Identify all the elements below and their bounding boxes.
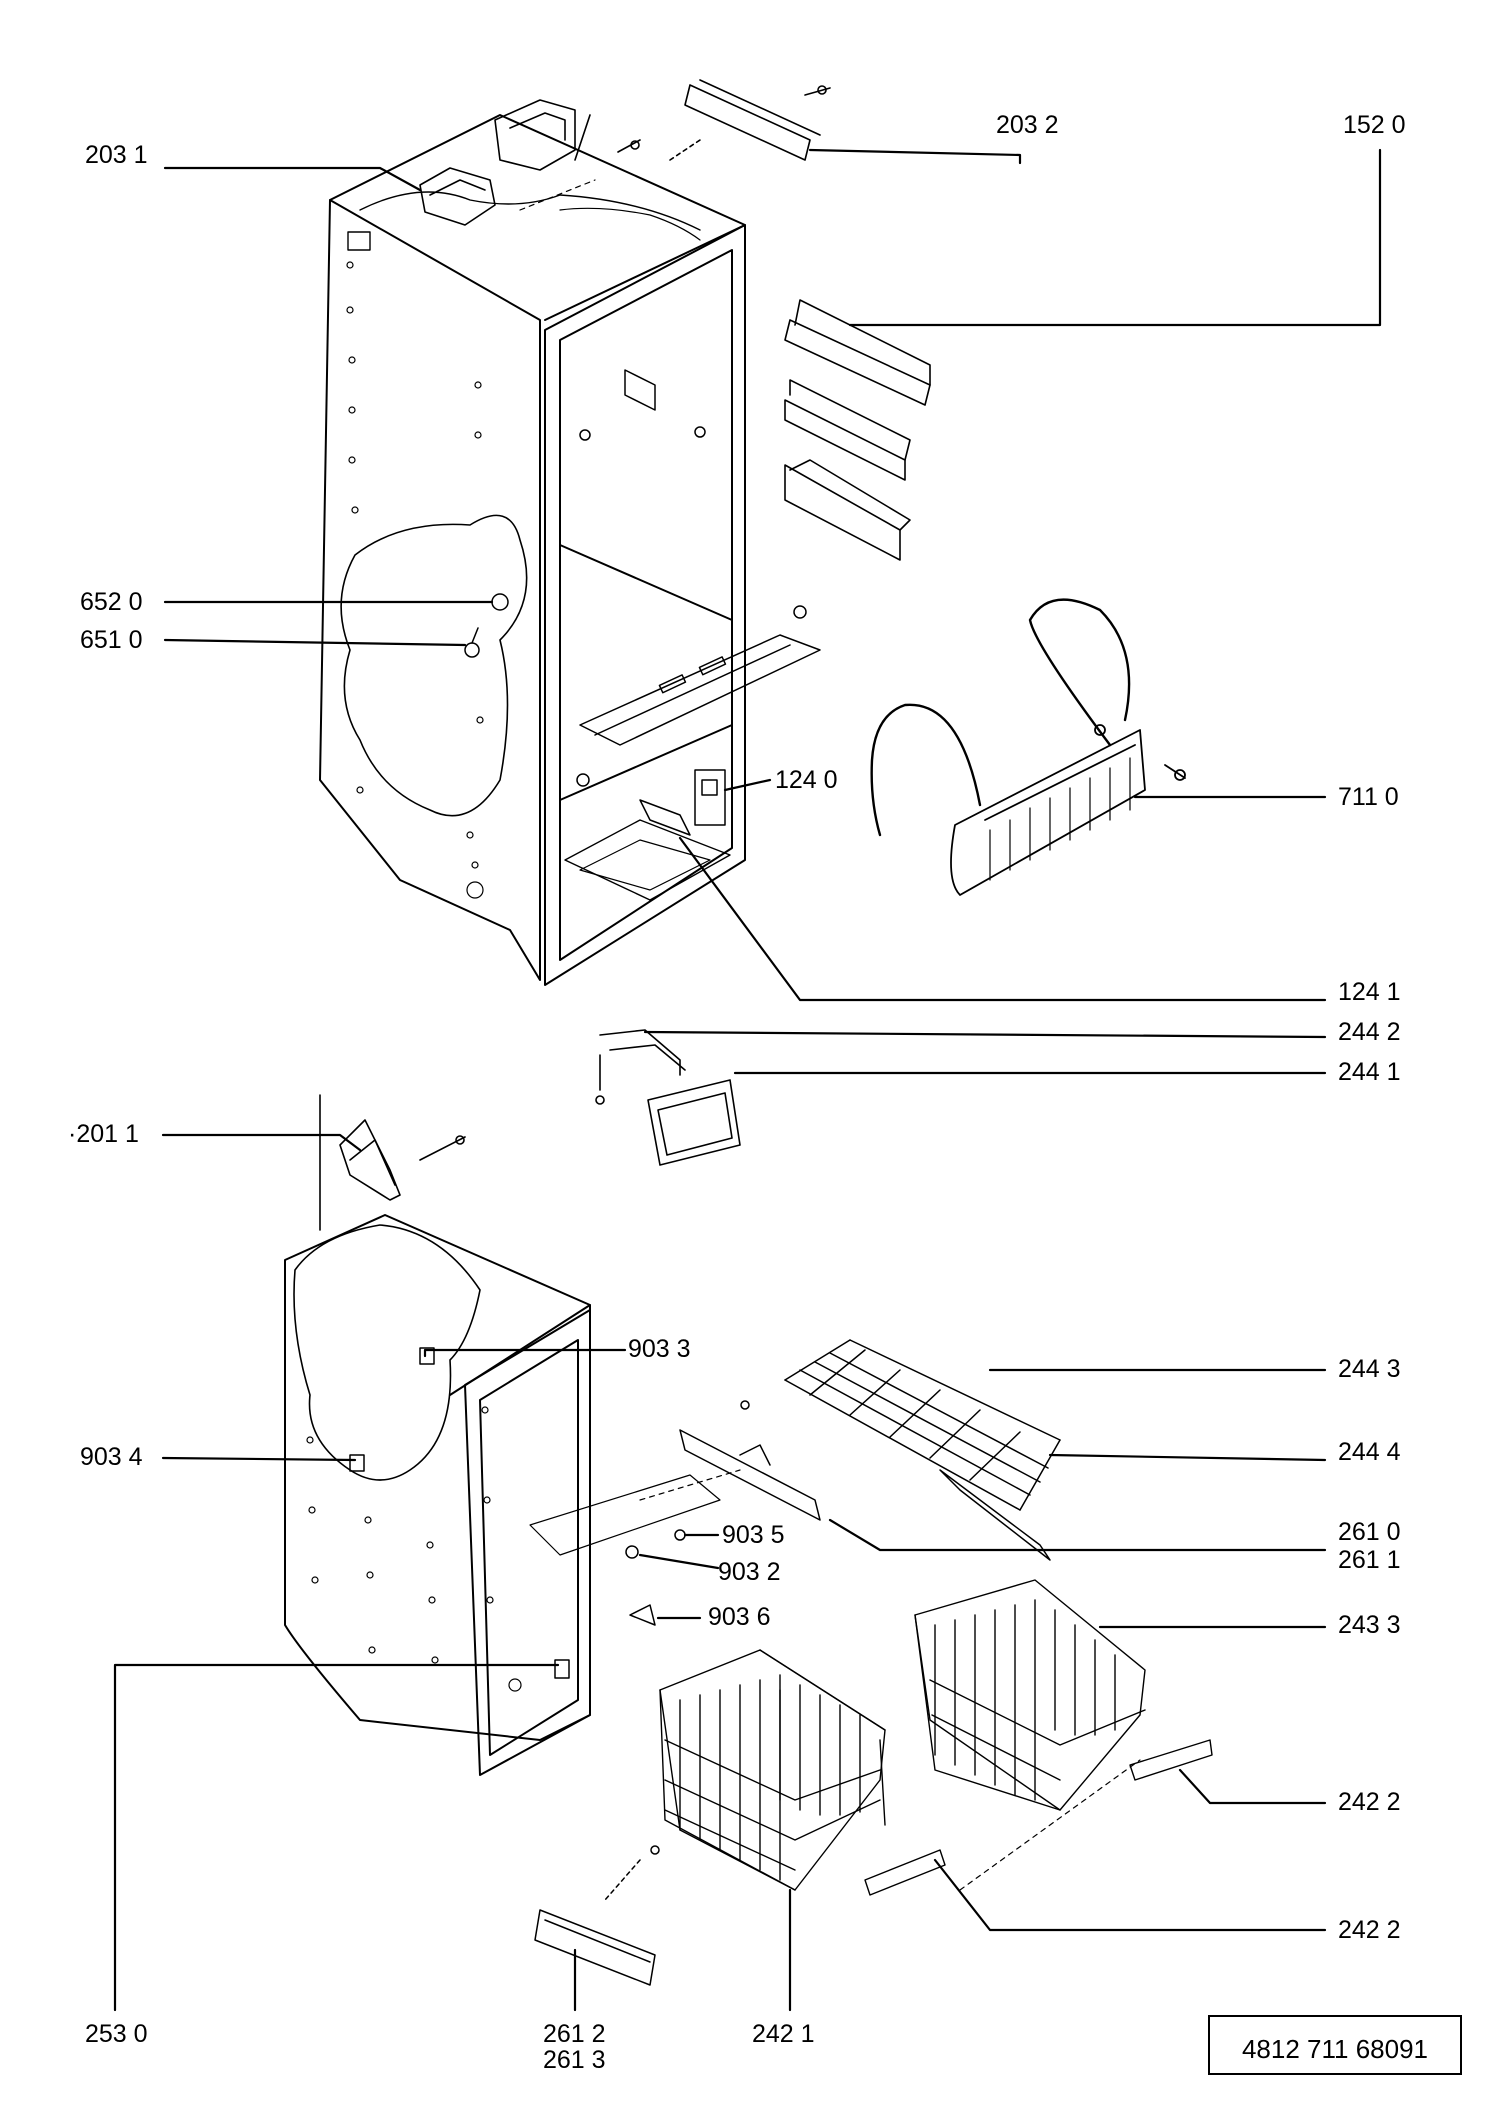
callout-652-0: 652 0 — [80, 588, 143, 616]
evaporator-711-0 — [870, 598, 1186, 896]
callout-244-1: 244 1 — [1338, 1058, 1401, 1086]
callout-124-1: 124 1 — [1338, 978, 1401, 1006]
callout-903-5: 903 5 — [722, 1521, 785, 1549]
callout-903-6: 903 6 — [708, 1603, 771, 1631]
internal-brackets — [576, 369, 821, 836]
hinge-201-1 — [319, 1094, 466, 1231]
callout-261-0: 261 0 — [1338, 1518, 1401, 1546]
callout-903-2: 903 2 — [718, 1558, 781, 1586]
basket-243-3 — [914, 1579, 1213, 1811]
shelf-support-261-0 — [679, 1400, 821, 1521]
callout-253-0: 253 0 — [85, 2020, 148, 2048]
channel-152-0 — [784, 299, 931, 561]
basket-242-1 — [659, 1649, 946, 1896]
callout-261-3: 261 3 — [543, 2046, 606, 2074]
bracket-203-2 — [669, 79, 831, 161]
hinge-203-1 — [419, 99, 641, 226]
screws-903 — [349, 1347, 686, 1679]
callout-243-3: 243 3 — [1338, 1611, 1401, 1639]
document-number: 4812 711 68091 — [1241, 2034, 1429, 2064]
guide-lines — [519, 179, 1141, 1891]
wire-shelf-244-3 — [784, 1339, 1061, 1561]
clips-244 — [595, 1029, 741, 1166]
callout-203-1: 203 1 — [85, 141, 148, 169]
callout-242-2-lower: 242 2 — [1338, 1916, 1401, 1944]
callout-203-2: 203 2 — [996, 111, 1059, 139]
callout-201-1: ·201 1 — [68, 1120, 139, 1148]
leader-lines — [113, 148, 1382, 2012]
document-number-box: 4812 711 68091 — [1208, 2015, 1462, 2075]
callout-244-2: 244 2 — [1338, 1018, 1401, 1046]
callout-244-3: 244 3 — [1338, 1355, 1401, 1383]
callout-651-0: 651 0 — [80, 626, 143, 654]
callout-242-2-upper: 242 2 — [1338, 1788, 1401, 1816]
callout-244-4: 244 4 — [1338, 1438, 1401, 1466]
callout-152-0: 152 0 — [1343, 111, 1406, 139]
callout-124-0: 124 0 — [775, 766, 838, 794]
callout-261-1: 261 1 — [1338, 1546, 1401, 1574]
callout-261-2: 261 2 — [543, 2020, 606, 2048]
callout-903-3: 903 3 — [628, 1335, 691, 1363]
door-shelf-261-2 — [534, 1845, 660, 1986]
upper-cabinet — [319, 114, 746, 986]
lower-cabinet — [284, 1214, 721, 1776]
callout-711-0: 711 0 — [1338, 783, 1399, 811]
callout-903-4: 903 4 — [80, 1443, 143, 1471]
callout-242-1: 242 1 — [752, 2020, 815, 2048]
